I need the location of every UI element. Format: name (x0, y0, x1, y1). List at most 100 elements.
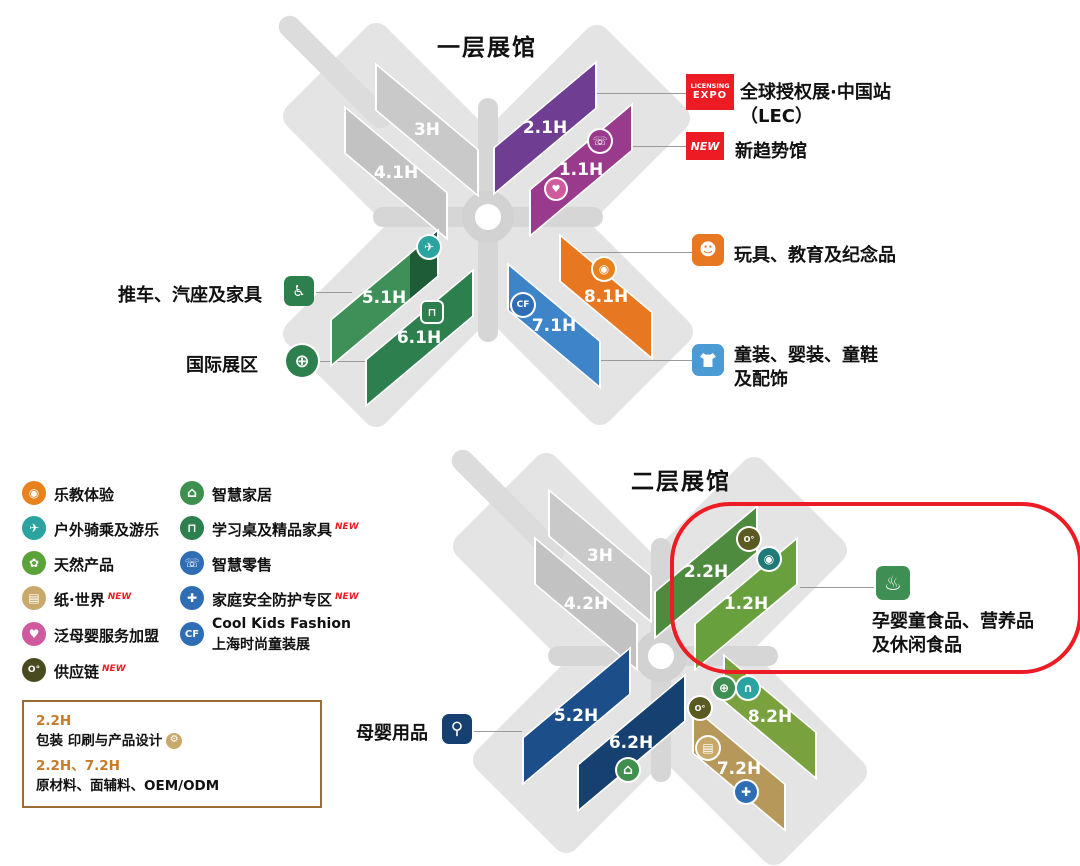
hall-label-3h-f1: 3H (413, 120, 441, 140)
learning-desk-icon: ⊓ (422, 302, 442, 322)
paper-world-legend-icon: ▤ (22, 586, 46, 610)
connector-line (474, 731, 522, 732)
supply-chain-icon: O° (738, 528, 760, 550)
connector-line (316, 292, 352, 293)
headphones-icon: ∩ (737, 677, 759, 699)
service-franchise-legend-icon: ♥ (22, 622, 46, 646)
cool-kids-fashion-icon: CF (512, 294, 534, 316)
connector-line (578, 252, 692, 253)
lec-label-line2: （LEC） (740, 106, 813, 127)
legend-text: 智慧家居 (212, 486, 273, 504)
apparel-label-line1: 童装、婴装、童鞋 (734, 345, 878, 366)
hall-label-4-2h: 4.2H (563, 594, 609, 614)
legend-text: 纸·世界 (54, 591, 105, 609)
supply-chain-icon-2: O° (689, 697, 711, 719)
service-franchise-icon: ♥ (546, 179, 566, 199)
connector-line (800, 587, 874, 588)
floor1-title: 一层展馆 (437, 35, 537, 61)
baby-bottle-icon: ⚲ (442, 714, 472, 744)
lec-label-line1: 全球授权展·中国站 (740, 82, 891, 103)
smart-home-icon: ⌂ (617, 759, 639, 781)
licensing-expo-logo-bottom: EXPO (692, 90, 728, 102)
licensing-expo-logo-top: LICENSING (690, 81, 730, 90)
new-tag: NEW (102, 664, 126, 674)
legend-item-natural-products: 天然产品 (54, 554, 114, 575)
legend-item-outdoor-riding: 户外骑乘及游乐 (54, 519, 159, 540)
hall-label-7-2h: 7.2H (716, 759, 762, 779)
new-tag: NEW (335, 522, 359, 532)
apparel-label-line2: 及配饰 (734, 369, 788, 390)
info-box-text-2: 原材料、面辅料、OEM/ODM (36, 777, 220, 794)
food-label-line2: 及休闲食品 (872, 635, 962, 656)
legend-text: 天然产品 (54, 556, 115, 574)
toys-education-label: 玩具、教育及纪念品 (734, 245, 896, 266)
fun-education-legend-icon: ◉ (22, 481, 46, 505)
connector-line (580, 360, 692, 361)
legend-item-smart-retail: 智慧零售 (212, 554, 272, 575)
natural-products-legend-icon: ✿ (22, 551, 46, 575)
eye-icon: ◉ (758, 548, 780, 570)
smart-home-legend-icon: ⌂ (180, 481, 204, 505)
new-trend-hall-label: 新趋势馆 (735, 141, 807, 162)
hall-label-4-1h: 4.1H (373, 163, 419, 183)
new-hall-badge: NEW (686, 132, 724, 160)
legend-item-smart-home: 智慧家居 (212, 484, 272, 505)
floor2-title: 二层展馆 (631, 469, 731, 495)
fun-education-icon: ◉ (593, 258, 615, 280)
hall-label-6-2h: 6.2H (608, 733, 654, 753)
new-tag: NEW (107, 592, 132, 602)
info-box-hall-1: 2.2H (36, 713, 72, 729)
legend-item-cool-kids-line1: Cool Kids Fashion (212, 616, 351, 632)
legend-item-service-franchise: 泛母婴服务加盟 (54, 625, 159, 646)
outdoor-riding-legend-icon: ✈ (22, 516, 46, 540)
legend-item-cool-kids-line2: 上海时尚童装展 (212, 637, 310, 653)
legend-text: 乐教体验 (54, 486, 115, 504)
supply-chain-legend-icon: O° (22, 658, 46, 682)
legend-text: 智慧零售 (212, 556, 273, 574)
connector-line (318, 361, 372, 362)
new-tag: NEW (335, 592, 359, 602)
hall-label-6-1h: 6.1H (396, 328, 442, 348)
stroller-label: 推车、汽座及家具 (118, 285, 262, 306)
teddy-bear-icon: ☻ (692, 234, 724, 266)
highlight-circle (670, 502, 1080, 674)
food-bowl-icon: ♨ (876, 566, 910, 600)
mother-baby-label: 母婴用品 (356, 723, 428, 744)
food-label-line1: 孕婴童食品、营养品 (872, 611, 1034, 632)
legend-text: 家庭安全防护专区 (212, 591, 333, 609)
international-zone-label: 国际展区 (186, 355, 258, 376)
info-box-text-1: 包装 印刷与产品设计 (36, 732, 163, 749)
learning-desk-legend-icon: ⊓ (180, 516, 204, 540)
smart-retail-icon: ☏ (589, 130, 611, 152)
kids-apparel-icon (692, 344, 724, 376)
connector-line (620, 146, 686, 147)
stroller-icon: ♿ (284, 276, 314, 306)
info-box: 2.2H 包装 印刷与产品设计⚙ 2.2H、7.2H 原材料、面辅料、OEM/O… (22, 700, 322, 809)
cool-kids-fashion-legend-icon: CF (180, 622, 204, 646)
legend-item-fun-education: 乐教体验 (54, 484, 114, 505)
floor1-center-ring (462, 191, 514, 243)
smart-retail-legend-icon: ☏ (180, 551, 204, 575)
hall-label-5-1h: 5.1H (361, 288, 407, 308)
hall-label-2-1h: 2.1H (522, 118, 568, 138)
globe-icon-f2: ⊕ (713, 677, 735, 699)
info-box-hall-2: 2.2H、7.2H (36, 758, 120, 775)
hall-label-8-2h: 8.2H (747, 707, 793, 727)
legend-text: 供应链 (54, 663, 100, 681)
hall-label-2-2h: 2.2H (683, 562, 729, 582)
hall-label-8-1h: 8.1H (583, 287, 629, 307)
globe-icon: ⊕ (286, 345, 318, 377)
hall-label-7-1h: 7.1H (531, 316, 577, 336)
legend-text: 学习桌及精品家具 (212, 521, 333, 539)
hall-label-1-1h: 1.1H (558, 160, 604, 180)
hall-label-1-2h: 1.2H (723, 594, 769, 614)
family-safety-shield-icon: ✚ (735, 781, 757, 803)
shirt-icon (700, 353, 716, 367)
packaging-icon: ⚙ (166, 732, 183, 749)
licensing-expo-logo: LICENSING EXPO (686, 74, 734, 110)
paper-plane-icon: ✈ (418, 236, 440, 258)
